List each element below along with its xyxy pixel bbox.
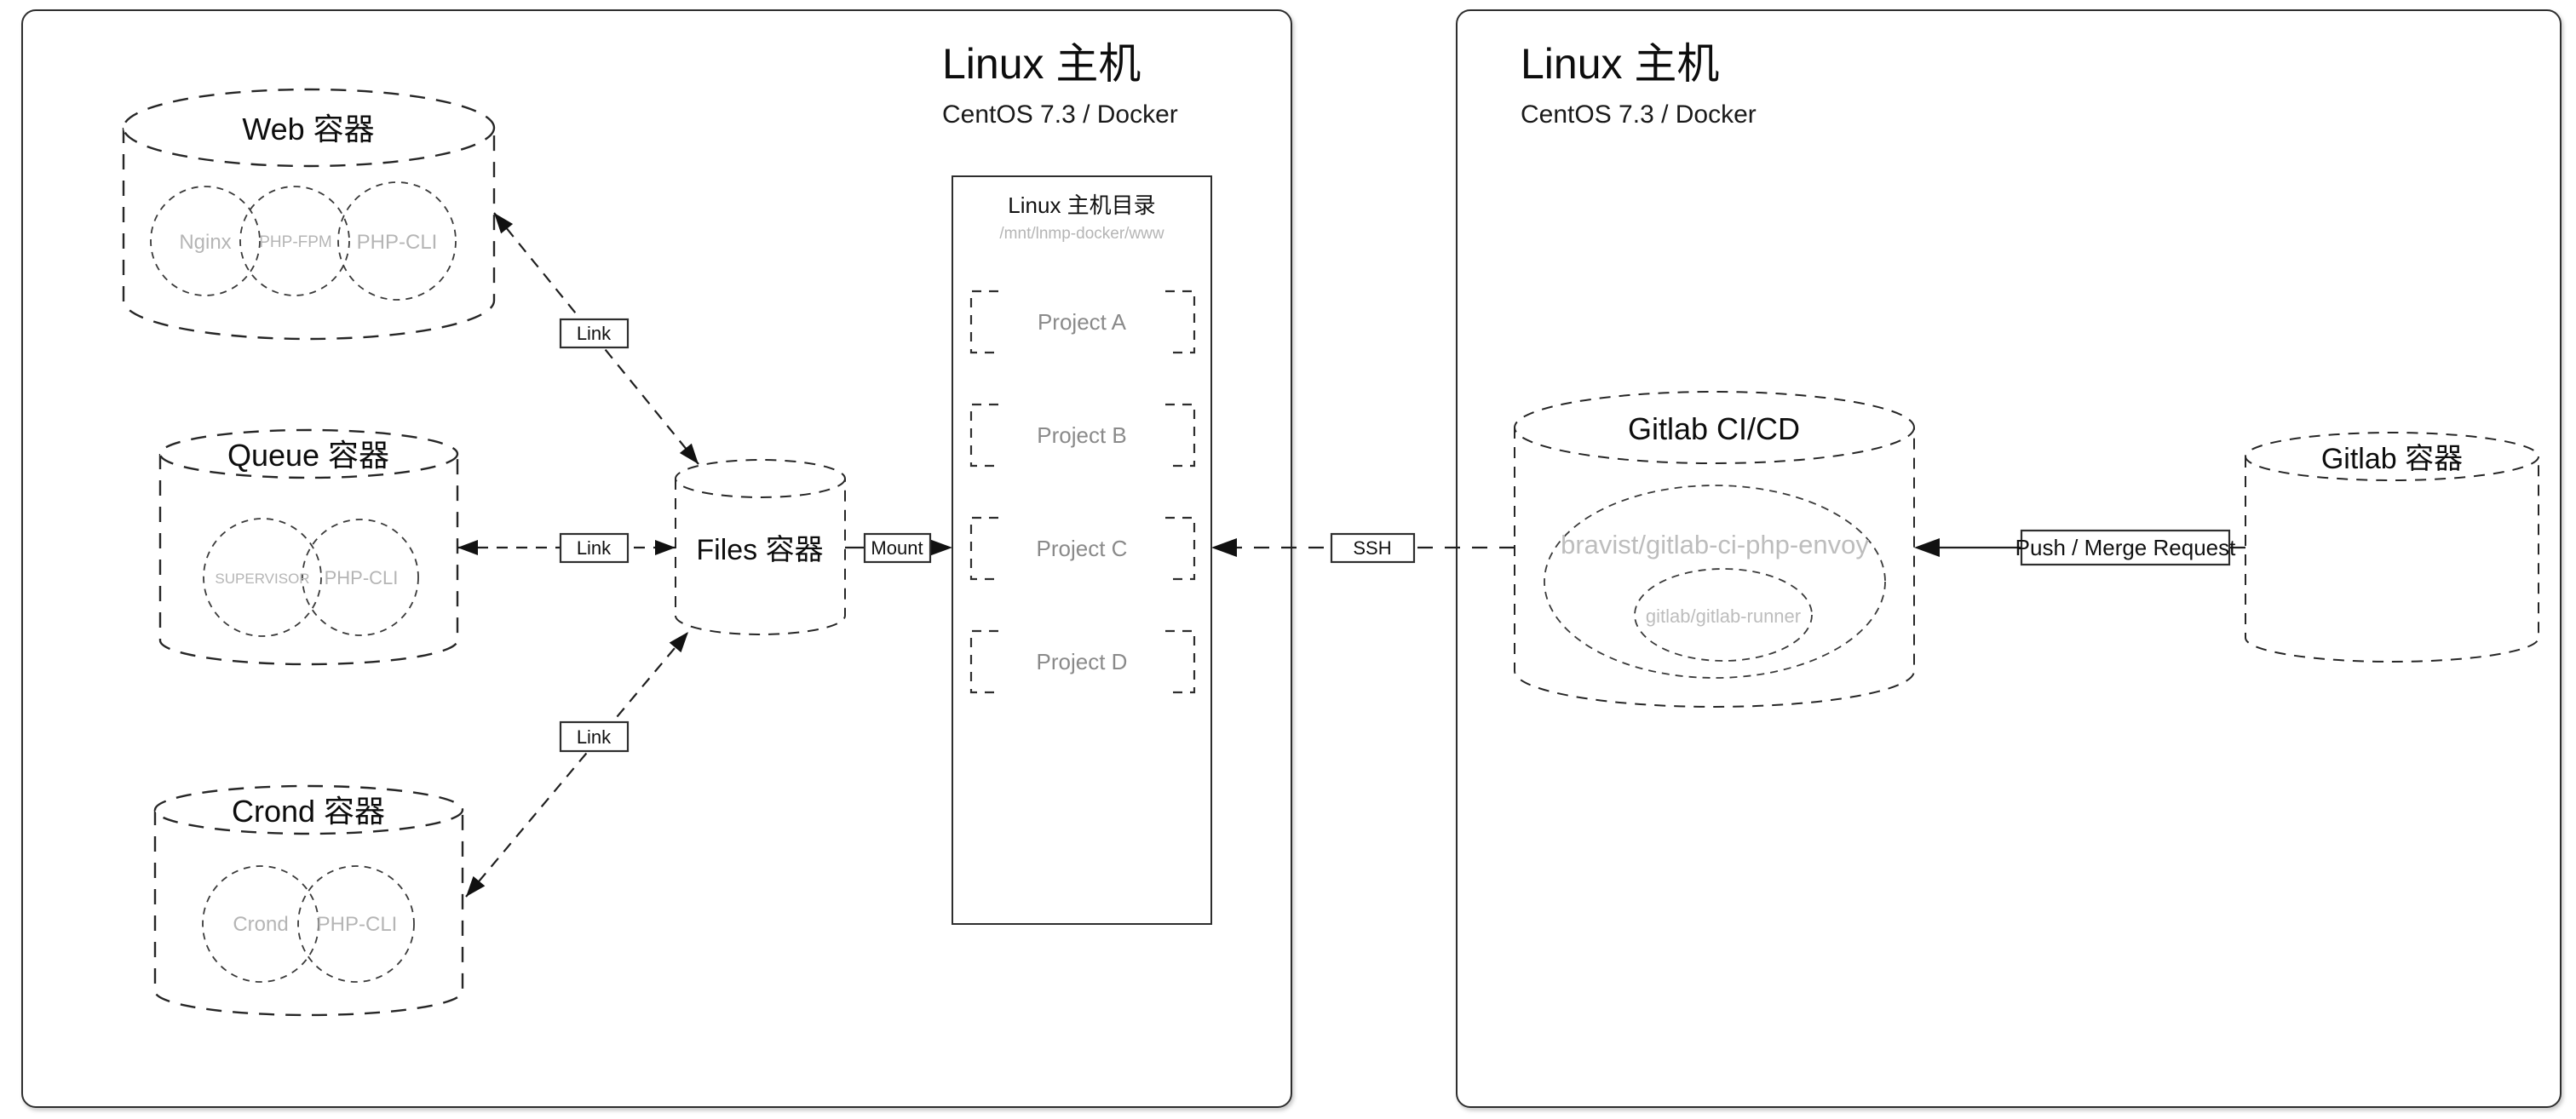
- host-directory-node: Linux 主机目录 /mnt/lnmp-docker/www Project …: [952, 175, 1212, 925]
- project-b-label: Project B: [1037, 422, 1127, 448]
- queue-files-link-label-box: [559, 532, 630, 564]
- gitlab-container-node: Gitlab 容器: [2245, 432, 2539, 663]
- right-host-subtitle: CentOS 7.3 / Docker: [1521, 100, 1757, 129]
- project-a-right-bracket: [1165, 290, 1196, 354]
- supervisor-process-circle: [203, 518, 322, 637]
- host-directory-title: Linux 主机目录: [1008, 192, 1155, 218]
- project-a-left-bracket: [969, 290, 998, 354]
- project-b-left-bracket: [969, 403, 998, 468]
- crond-container-cylinder-top: [153, 784, 464, 835]
- project-a-label: Project A: [1038, 309, 1127, 335]
- gitlab-cicd-label: Gitlab CI/CD: [1628, 411, 1800, 446]
- project-c-label: Project C: [1037, 536, 1128, 561]
- crond-process-label: Crond: [233, 913, 288, 936]
- project-b-slot: Project B: [969, 403, 1196, 468]
- php-fpm-process-label: PHP-FPM: [259, 233, 332, 251]
- web-container-cylinder-body: [122, 128, 496, 341]
- crond-container-label: Crond 容器: [232, 794, 385, 829]
- project-d-right-bracket: [1165, 629, 1196, 694]
- queue-files-link-label: Link: [577, 537, 612, 559]
- files-container-label: Files 容器: [696, 534, 823, 566]
- right-host-panel-border: [1456, 9, 2562, 1108]
- push-arrowhead: [1914, 538, 1940, 557]
- gitlab-container-cylinder-body: [2245, 456, 2539, 663]
- ssh-arrowhead: [1211, 538, 1237, 557]
- mount-label: Mount: [871, 537, 923, 559]
- project-b-right-bracket: [1165, 403, 1196, 468]
- mount-label-box: [863, 532, 932, 564]
- web-files-link-label: Link: [577, 323, 612, 344]
- php-cli-process-label: PHP-CLI: [357, 231, 438, 254]
- ssh-connector: SSH: [1211, 532, 1515, 564]
- project-c-right-bracket: [1165, 516, 1196, 581]
- web-files-link-connector: Link: [493, 212, 699, 465]
- web-files-link-arrowhead-web: [494, 213, 514, 234]
- project-a-slot: Project A: [969, 290, 1196, 354]
- gitlab-container-cylinder-top: [2245, 432, 2539, 481]
- gitlab-container-label: Gitlab 容器: [2321, 443, 2463, 475]
- php-cli-process-circle: [337, 181, 457, 301]
- gitlab-ci-image-label: bravist/gitlab-ci-php-envoy: [1561, 530, 1869, 560]
- crond-php-cli-process-label: PHP-CLI: [317, 913, 398, 936]
- queue-php-cli-process-label: PHP-CLI: [325, 567, 399, 588]
- project-d-slot: Project D: [969, 629, 1196, 694]
- web-container-label: Web 容器: [242, 112, 374, 146]
- files-container-node: Files 容器: [675, 459, 846, 635]
- project-d-label: Project D: [1037, 649, 1128, 674]
- push-label-box: [2020, 529, 2231, 566]
- project-d-left-bracket: [969, 629, 998, 694]
- ssh-label-box: [1330, 532, 1416, 564]
- host-directory-path: /mnt/lnmp-docker/www: [999, 225, 1164, 243]
- project-c-left-bracket: [969, 516, 998, 581]
- crond-container-cylinder-body: [153, 810, 464, 1017]
- push-label: Push / Merge Request: [2015, 535, 2236, 560]
- nginx-process-circle: [150, 186, 261, 296]
- crond-files-link-arrowhead-crond: [466, 875, 486, 897]
- mount-connector: Mount: [845, 532, 952, 564]
- host-directory-border: [952, 175, 1212, 925]
- crond-files-link-arrowhead-files: [669, 632, 688, 653]
- queue-container-cylinder-top: [158, 428, 459, 479]
- nginx-process-label: Nginx: [179, 231, 231, 254]
- project-c-slot: Project C: [969, 516, 1196, 581]
- supervisor-process-label: SUPERVISOR: [215, 571, 309, 587]
- queue-files-link-arrowhead-queue: [457, 540, 478, 555]
- web-files-link-label-box: [559, 318, 630, 349]
- queue-files-link-arrowhead-files: [655, 540, 676, 555]
- left-host-title: Linux 主机: [942, 40, 1141, 88]
- web-container-node: Web 容器 Nginx PHP-FPM PHP-CLI: [122, 88, 496, 341]
- php-fpm-process-circle: [239, 186, 350, 296]
- web-files-link-arrowhead-files: [679, 443, 699, 464]
- mount-arrowhead: [927, 538, 952, 557]
- gitlab-ci-image-ellipse: [1544, 485, 1886, 679]
- web-container-cylinder-top: [122, 88, 496, 168]
- ssh-label: SSH: [1353, 537, 1391, 559]
- right-host-panel: Linux 主机 CentOS 7.3 / Docker Gitlab CI/C…: [1456, 9, 2562, 1108]
- queue-php-cli-process-circle: [302, 519, 419, 636]
- left-host-subtitle: CentOS 7.3 / Docker: [942, 100, 1178, 129]
- crond-process-circle: [202, 865, 319, 983]
- crond-container-node: Crond 容器 Crond PHP-CLI: [153, 784, 464, 1017]
- files-container-cylinder-body: [675, 479, 846, 635]
- queue-container-label: Queue 容器: [227, 438, 389, 473]
- crond-files-link-label-box: [559, 720, 630, 753]
- crond-files-link-label: Link: [577, 726, 612, 748]
- crond-php-cli-process-circle: [297, 865, 415, 983]
- crond-files-link-connector: Link: [465, 631, 689, 898]
- gitlab-runner-ellipse: [1634, 568, 1813, 662]
- right-host-title: Linux 主机: [1521, 40, 1719, 88]
- gitlab-cicd-cylinder-top: [1514, 391, 1915, 464]
- queue-container-node: Queue 容器 SUPERVISOR PHP-CLI: [158, 428, 459, 666]
- gitlab-cicd-cylinder-body: [1514, 428, 1915, 708]
- left-host-panel: Linux 主机 CentOS 7.3 / Docker Web 容器 Ngin…: [21, 9, 1292, 1108]
- queue-files-link-connector: Link: [457, 532, 676, 564]
- queue-container-cylinder-body: [158, 454, 459, 666]
- gitlab-cicd-node: Gitlab CI/CD bravist/gitlab-ci-php-envoy…: [1514, 391, 1915, 708]
- files-container-cylinder-top: [675, 459, 846, 498]
- push-merge-request-connector: Push / Merge Request: [1914, 529, 2245, 566]
- gitlab-runner-label: gitlab/gitlab-runner: [1646, 605, 1801, 627]
